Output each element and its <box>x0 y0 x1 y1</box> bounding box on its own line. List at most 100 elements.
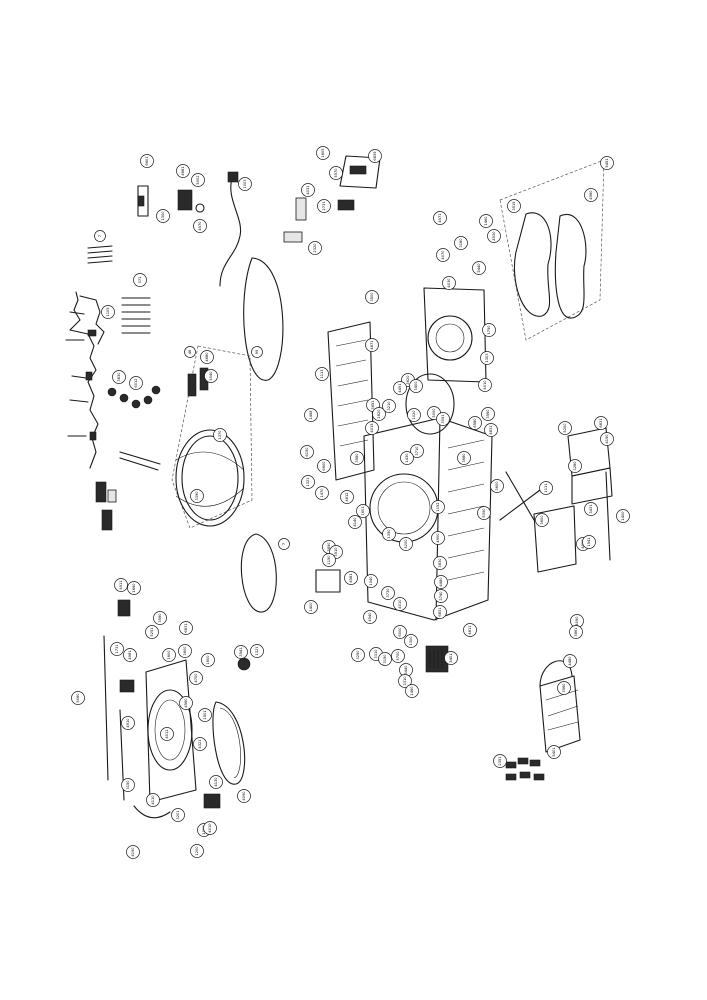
callout-bubble: 1370 <box>213 428 227 442</box>
callout-bubble: 4070 <box>436 248 450 262</box>
callout-bubble: 6831 <box>179 621 193 635</box>
callout-number: 4321 <box>198 739 202 748</box>
callout-circle <box>200 350 214 364</box>
callout-bubble: 4570 <box>193 219 207 233</box>
callout-circle <box>535 513 549 527</box>
callout-number: 4540 <box>368 612 372 622</box>
callout-circle <box>126 845 140 859</box>
rod-right <box>605 471 611 561</box>
callout-bubble: 7 <box>278 538 290 550</box>
callout-circle <box>584 188 598 202</box>
callout-circle <box>203 821 217 835</box>
callout-number: 4560 <box>184 698 188 708</box>
callout-circle <box>121 716 135 730</box>
callout-number: 5451 <box>605 158 609 167</box>
callout-number: 6000 <box>398 627 402 637</box>
callout-circle <box>431 531 445 545</box>
callout-bubble: 3560 <box>557 681 571 695</box>
callout-number: 3541 <box>239 647 243 656</box>
callout-circle <box>481 407 495 421</box>
callout-circle <box>594 416 608 430</box>
callout-number: 1040 <box>369 576 373 586</box>
callout-number: 3515 <box>512 201 516 210</box>
callout-number: 6580 <box>473 418 477 428</box>
callout-number: 1600 <box>167 650 171 660</box>
callout-number: 1600 <box>206 655 210 665</box>
callout-circle <box>237 789 251 803</box>
callout-circle <box>133 273 147 287</box>
callout-circle <box>487 229 501 243</box>
callout-bubble: 5700 <box>391 649 405 663</box>
callout-number: 4150 <box>605 434 609 444</box>
callout-bubble: 1020 <box>407 408 421 422</box>
callout-bubble: 5451 <box>600 156 614 170</box>
callout-number: 3150 <box>126 780 130 790</box>
screw-bundle-top-left <box>87 245 113 264</box>
callout-number: 2320 <box>313 243 317 253</box>
door-seal-ring-center <box>405 373 455 435</box>
top-panel <box>327 321 375 481</box>
callout-number: 4011 <box>165 729 169 738</box>
callout-bubble: 1300 <box>156 209 170 223</box>
callout-bubble: 1750 <box>482 323 496 337</box>
strap-left <box>119 451 161 471</box>
callout-circle <box>431 500 445 514</box>
callout-bubble: 3180 <box>454 236 468 250</box>
callout-bubble: 3560 <box>153 611 167 625</box>
callout-bubble: 3210 <box>382 399 396 413</box>
door-hinge-parts <box>117 599 251 819</box>
callout-bubble: 5002 <box>191 173 205 187</box>
callout-bubble: 6835 <box>368 149 382 163</box>
power-cord <box>219 171 242 287</box>
callout-bubble: 4560 <box>179 696 193 710</box>
callout-bubble: 6601 <box>140 154 154 168</box>
callout-number: 3580 <box>355 453 359 463</box>
callout-circle <box>123 648 137 662</box>
callout-bubble: 5401 <box>444 651 458 665</box>
callout-number: 3310 <box>403 676 407 686</box>
callout-bubble: 3600 <box>178 644 192 658</box>
callout-circle <box>436 248 450 262</box>
callout-circle <box>454 236 468 250</box>
callout-bubble: 4981 <box>123 648 137 662</box>
thermostat-assembly <box>177 189 205 213</box>
callout-circle <box>278 538 290 550</box>
callout-number: 4680 <box>205 352 209 362</box>
callout-bubble: 371 <box>133 273 147 287</box>
callout-number: 3150 <box>383 654 387 664</box>
callout-bubble: 2351 <box>493 754 507 768</box>
callout-circle <box>434 575 448 589</box>
callout-circle <box>114 578 128 592</box>
callout-bubble: 3400 <box>409 379 423 393</box>
connector-block-left <box>95 481 117 531</box>
callout-circle <box>407 408 421 422</box>
callout-number: 1321 <box>255 646 259 655</box>
callout-bubble: 4010 <box>393 597 407 611</box>
callout-number: 3210 <box>387 401 391 411</box>
callout-bubble: 5200 <box>558 421 572 435</box>
callout-number: 4070 <box>441 250 445 260</box>
callout-circle <box>557 681 571 695</box>
callout-bubble: 1003 <box>238 177 252 191</box>
callout-bubble: 4491 <box>393 381 407 395</box>
callout-bubble: 1430 <box>400 451 414 465</box>
callout-number: 3201 <box>176 810 180 819</box>
callout-circle <box>145 625 159 639</box>
callout-circle <box>436 412 450 426</box>
callout-number: 2820 <box>377 409 381 419</box>
callout-number: 4911 <box>119 580 123 589</box>
callout-bubble: 4140 <box>348 515 362 529</box>
callout-bubble: 4130 <box>209 775 223 789</box>
callout-number: 6150 <box>305 447 309 457</box>
callout-circle <box>368 149 382 163</box>
callout-circle <box>364 574 378 588</box>
callout-circle <box>301 183 315 197</box>
callout-bubble: 4190 <box>126 845 140 859</box>
callout-number: 4090 <box>242 791 246 801</box>
callout-bubble: 3541 <box>234 645 248 659</box>
callout-number: 1321 <box>306 477 310 486</box>
callout-circle <box>568 459 582 473</box>
callout-number: 1460 <box>484 216 488 226</box>
callout-bubble: 4911 <box>114 578 128 592</box>
